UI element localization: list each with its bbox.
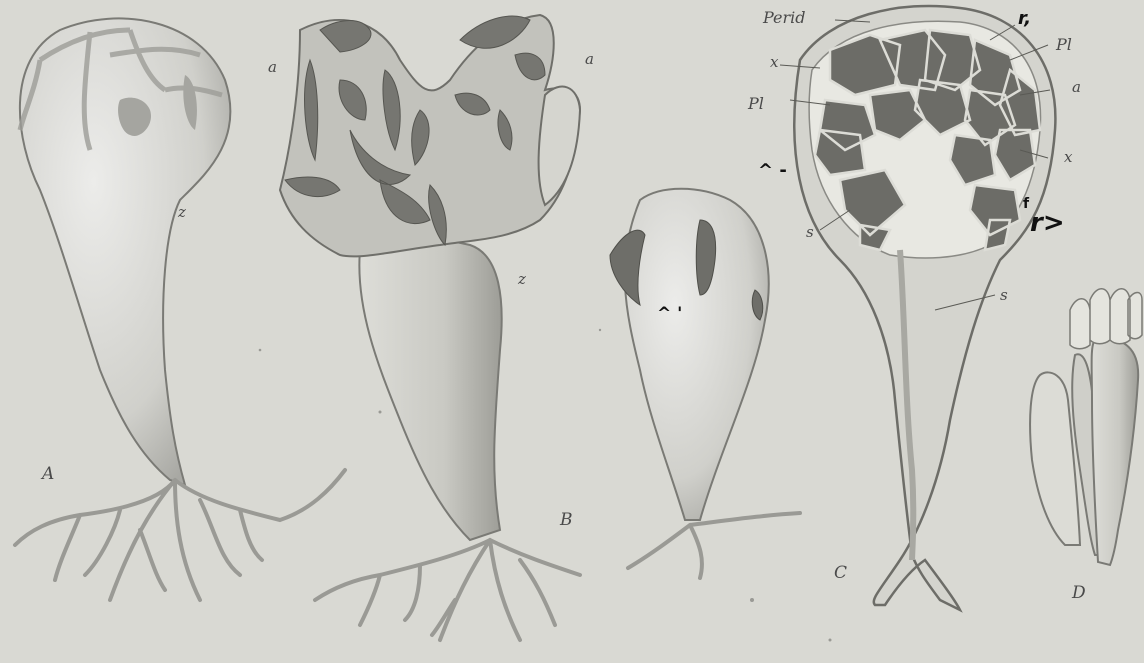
panel-b-letter: B bbox=[560, 512, 573, 529]
panel-c-label-f: f bbox=[1023, 197, 1029, 211]
panel-b-label-a-right: a bbox=[585, 52, 594, 67]
panel-a-label-z: z bbox=[178, 205, 186, 220]
panel-b-label-a-left: a bbox=[268, 60, 277, 75]
panel-c-label-perid: Perid bbox=[763, 10, 806, 26]
panel-c-label-x-right: x bbox=[1064, 150, 1072, 165]
panel-c-label-s-stalk: s bbox=[1000, 288, 1008, 303]
panel-c-label-r: r, bbox=[1018, 10, 1031, 28]
panel-d-letter: D bbox=[1072, 585, 1086, 602]
panel-c-caret: ^ - bbox=[758, 162, 787, 180]
panel-c-label-pl-left: Pl bbox=[748, 96, 764, 112]
panel-c-label-a: a bbox=[1072, 80, 1081, 95]
panel-small-mark: ^ ' bbox=[657, 306, 682, 323]
panel-c-label-s-left: s bbox=[806, 225, 814, 240]
panel-b-label-z: z bbox=[518, 272, 526, 287]
panel-c-label-r-arrow: r> bbox=[1030, 210, 1065, 236]
panel-a-letter: A bbox=[42, 466, 54, 483]
panel-c-label-pl-top: Pl bbox=[1056, 37, 1072, 53]
panel-c-label-x-left: x bbox=[770, 55, 778, 70]
panel-c-letter: C bbox=[834, 565, 847, 582]
